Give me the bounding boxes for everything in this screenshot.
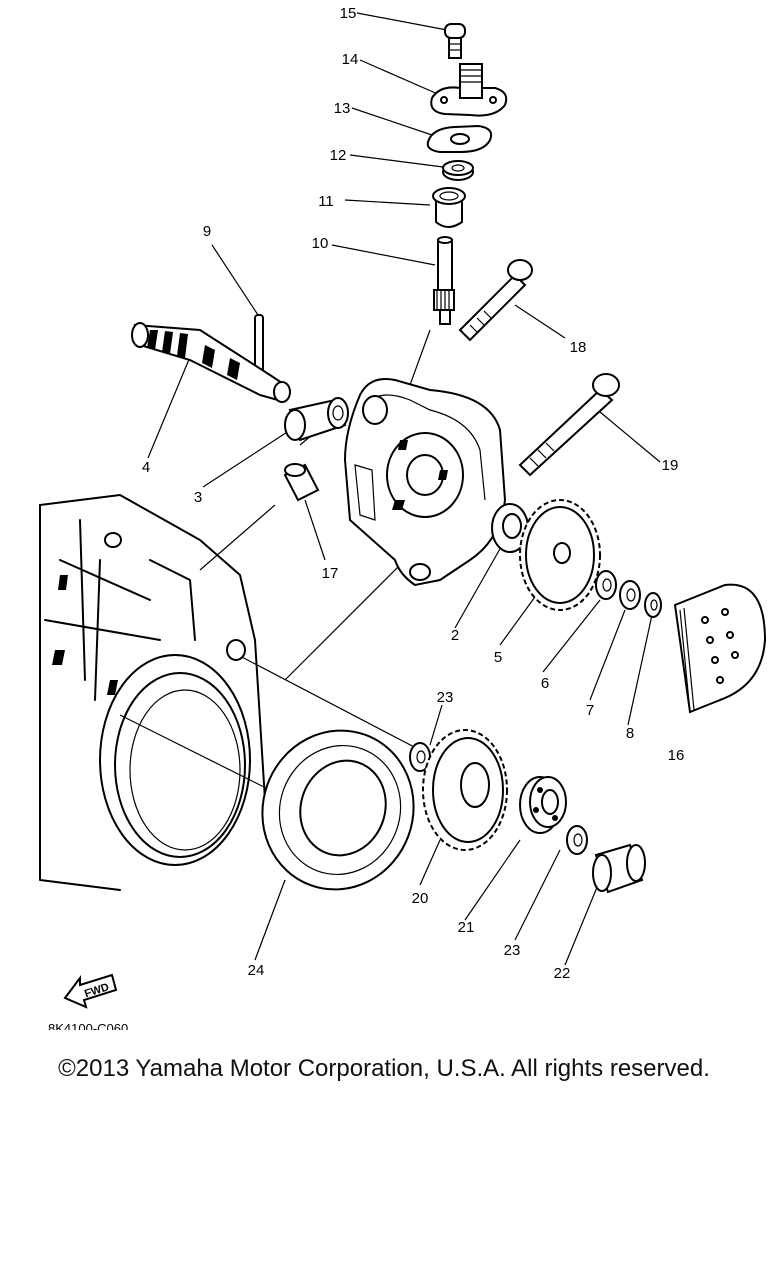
label-12: 12 — [330, 147, 347, 164]
shaft-10 — [433, 236, 455, 325]
crankcase — [39, 494, 266, 891]
washer-7 — [619, 580, 641, 610]
collar-22 — [592, 843, 646, 894]
part-number-labels: 15 14 13 12 11 10 9 18 4 3 19 17 2 5 6 7… — [142, 5, 685, 982]
diagram-code: 8K4100-C060 — [48, 1021, 128, 1030]
label-6: 6 — [541, 675, 549, 692]
label-15: 15 — [340, 5, 357, 22]
label-14: 14 — [342, 51, 359, 68]
clip-8 — [644, 592, 662, 618]
label-16: 16 — [668, 747, 685, 764]
leader-lines — [119, 12, 661, 966]
label-21: 21 — [458, 919, 475, 936]
cover-plate-16 — [673, 583, 767, 714]
label-22: 22 — [554, 965, 571, 982]
screw-15 — [444, 23, 466, 59]
worm-shaft-4 — [131, 322, 291, 403]
label-2: 2 — [451, 627, 459, 644]
seal-ring-24 — [261, 729, 415, 891]
gear-housing — [343, 378, 507, 587]
bolt-19 — [518, 373, 620, 477]
washer-23-lower — [566, 825, 588, 855]
label-8: 8 — [626, 725, 634, 742]
seal-12 — [442, 160, 474, 181]
bushing-3 — [284, 397, 349, 442]
label-4: 4 — [142, 459, 150, 476]
label-17: 17 — [322, 565, 339, 582]
label-5: 5 — [494, 649, 502, 666]
bushing-11 — [432, 187, 466, 228]
dowel-17 — [283, 463, 320, 502]
label-23-lower: 23 — [504, 942, 521, 959]
copyright-notice: ©2013 Yamaha Motor Corporation, U.S.A. A… — [58, 1055, 710, 1082]
bearing-21 — [519, 776, 567, 834]
label-20: 20 — [412, 890, 429, 907]
label-23-upper: 23 — [437, 689, 454, 706]
label-18: 18 — [570, 339, 587, 356]
label-13: 13 — [334, 100, 351, 117]
gear-20 — [422, 729, 508, 851]
label-10: 10 — [312, 235, 329, 252]
label-9: 9 — [203, 223, 211, 240]
label-3: 3 — [194, 489, 202, 506]
fitting-plate-14 — [430, 63, 508, 117]
label-24: 24 — [248, 962, 265, 979]
gear-5 — [519, 499, 601, 611]
exploded-parts-diagram: FWD 8K4100-C060 15 14 13 12 11 10 9 18 4… — [39, 5, 767, 1030]
label-19: 19 — [662, 457, 679, 474]
bolt-18 — [458, 259, 533, 342]
fwd-arrow-icon: FWD — [63, 973, 118, 1009]
washer-6 — [595, 570, 617, 600]
gasket-13 — [426, 124, 493, 153]
label-7: 7 — [586, 702, 594, 719]
label-11: 11 — [318, 193, 334, 210]
pin-9 — [254, 314, 264, 374]
